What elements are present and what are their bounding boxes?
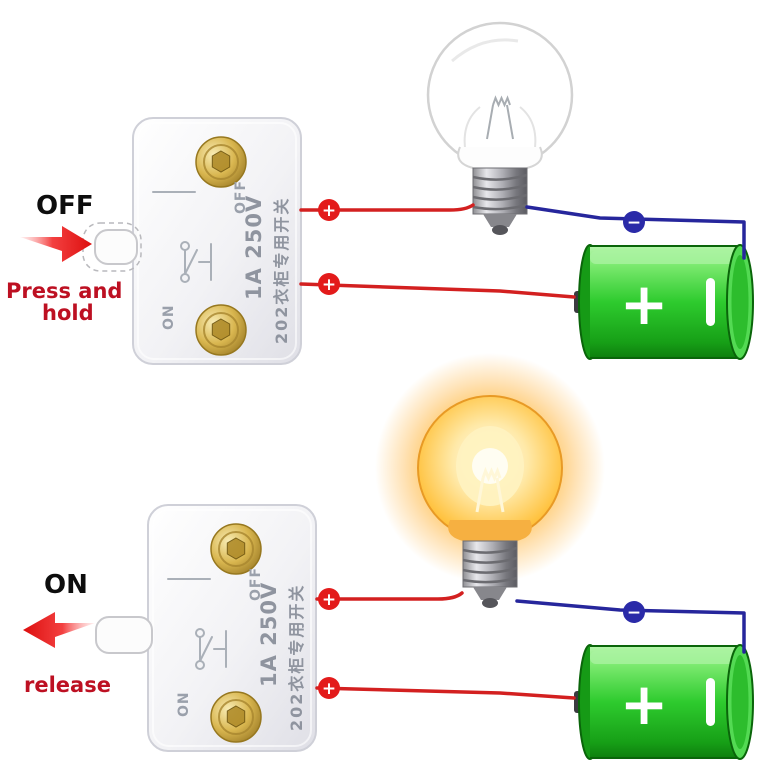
push-button [94, 229, 138, 265]
switch-on-state: OFF 1A 250V 202衣柜专用开关 ON [95, 504, 317, 752]
base-threads [462, 546, 518, 584]
positive-badge-circle [318, 677, 340, 699]
wire-positive-switch-to-battery [315, 686, 576, 700]
base-contact [482, 598, 498, 608]
screw-hex-socket [211, 150, 231, 173]
screw-hex-socket [226, 705, 246, 728]
positive-badge-circle [318, 273, 340, 295]
base-tip [483, 214, 517, 227]
battery-minus-mark [706, 278, 715, 326]
filament-icon [486, 95, 514, 140]
wire-positive-switch-to-battery [299, 282, 576, 299]
plus-sign: + [322, 679, 336, 699]
positive-terminal-badge: + [318, 677, 340, 699]
filament-icon [475, 466, 505, 513]
negative-terminal-badge: − [623, 601, 645, 623]
switch-rating-marking: 1A 250V [242, 195, 266, 300]
wire-negative-bulb-to-battery [515, 599, 746, 654]
switch-rating-marking: 1A 250V [257, 582, 281, 687]
brass-screw-bottom [210, 691, 262, 743]
negative-badge-circle [623, 601, 645, 623]
bulb-hot-core [472, 448, 508, 484]
release-arrow-icon [23, 612, 95, 648]
bulb-neck [448, 520, 532, 541]
wire-positive-switch-to-bulb [299, 203, 475, 212]
base-tip [473, 587, 507, 600]
circuit-symbol-engraving [167, 578, 227, 670]
switch-off-marking: OFF [248, 567, 264, 601]
action-label-line1: Press and [6, 279, 122, 303]
battery: + [574, 644, 754, 760]
light-bulb-on [375, 353, 605, 608]
negative-terminal-badge: − [623, 211, 645, 233]
battery-plus-mark: + [620, 270, 669, 338]
switch-body-highlight [152, 509, 312, 747]
wire-positive-switch-to-bulb [315, 591, 464, 601]
battery-right-cap-inner [731, 255, 749, 349]
minus-sign: − [627, 213, 641, 233]
switch-on-marking: ON [176, 691, 192, 717]
plus-sign: + [322, 590, 336, 610]
switch-model-marking: 202衣柜专用开关 [287, 584, 306, 731]
switch-off-state: OFF 1A 250V 202衣柜专用开关 ON [82, 117, 302, 365]
battery-minus-mark [706, 678, 715, 726]
plus-sign: + [322, 201, 336, 221]
minus-sign: − [627, 603, 641, 623]
battery-highlight [590, 651, 740, 664]
brass-screw-bottom [195, 304, 247, 356]
positive-terminal-badge: + [318, 199, 340, 221]
switch-lever-symbol [184, 243, 212, 281]
switch-on-marking: ON [161, 304, 177, 330]
positive-terminal-badge: + [318, 273, 340, 295]
base-contact [492, 225, 508, 235]
battery-plus-mark: + [620, 670, 669, 738]
push-button [95, 616, 153, 654]
switch-body-highlight [137, 122, 297, 360]
bulb-neck-edge [457, 146, 543, 169]
action-label-line2: hold [42, 301, 94, 325]
negative-badge-circle [623, 211, 645, 233]
screw-hex-socket [211, 318, 231, 341]
plus-sign: + [322, 275, 336, 295]
glass-highlight [451, 38, 519, 63]
state-label-off: OFF [36, 191, 94, 221]
switch-off-marking: OFF [233, 180, 249, 214]
base-threads [472, 173, 528, 211]
brass-screw-top [210, 523, 262, 575]
circuit-symbol-engraving [152, 191, 212, 283]
state-label-on: ON [44, 570, 88, 600]
switch-model-marking: 202衣柜专用开关 [272, 197, 291, 344]
bulb-screw-base [472, 167, 528, 215]
press-arrow-icon [20, 226, 92, 262]
wire-negative-bulb-to-battery [525, 205, 746, 260]
positive-badge-circle [318, 588, 340, 610]
brass-screw-top [195, 136, 247, 188]
positive-badge-circle [318, 199, 340, 221]
battery-right-cap-inner [731, 655, 749, 749]
switch-lever-symbol [199, 630, 227, 668]
battery: + [574, 244, 754, 360]
positive-terminal-badge: + [318, 588, 340, 610]
action-label-line1: release [24, 673, 111, 697]
bulb-neck [458, 147, 542, 168]
screw-hex-socket [226, 537, 246, 560]
light-bulb-off [426, 21, 574, 235]
bulb-glass [426, 21, 574, 169]
battery-highlight [590, 251, 740, 264]
